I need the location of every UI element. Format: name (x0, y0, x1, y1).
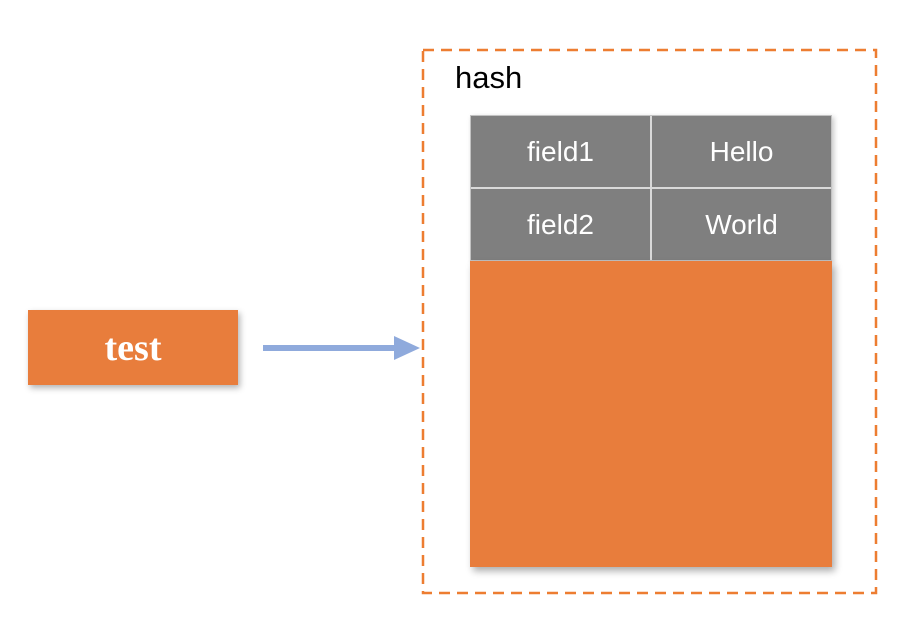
hash-container-label: hash (455, 60, 523, 95)
hash-field-name: field1 (471, 116, 650, 187)
hash-field-value: Hello (652, 116, 831, 187)
hash-fields-table: field1 Hello field2 World (470, 115, 832, 261)
hash-field-value: World (652, 189, 831, 260)
hash-field-name: field2 (471, 189, 650, 260)
key-node-label: test (104, 326, 162, 369)
right-arrow-icon (263, 336, 420, 360)
hash-container-dashed-border (421, 48, 878, 595)
hash-body-block (470, 261, 832, 567)
key-node: test (28, 310, 238, 385)
